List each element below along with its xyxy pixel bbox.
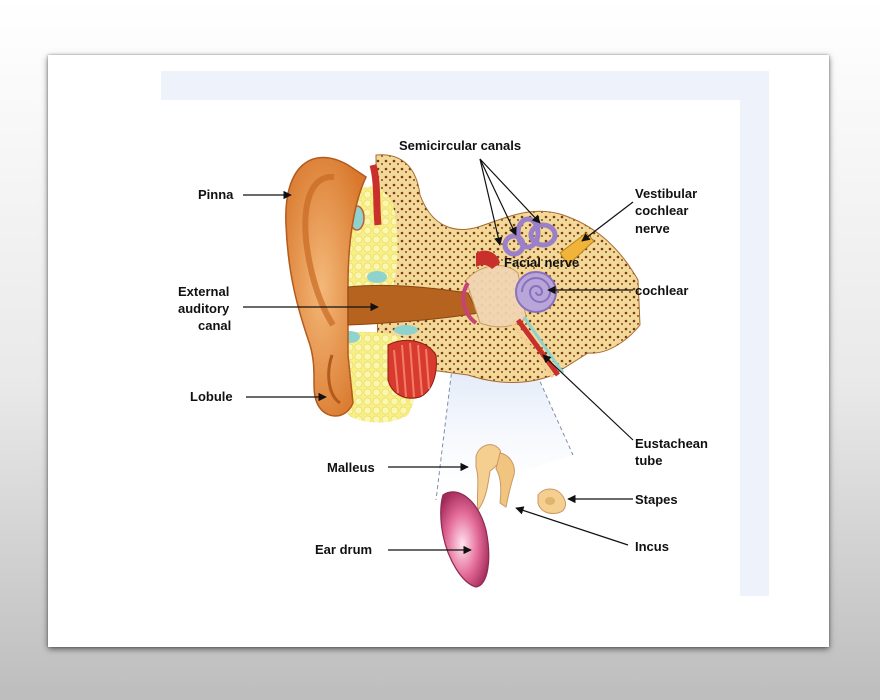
middle-ear-cavity [465, 265, 527, 328]
label-pinna: Pinna [198, 187, 234, 202]
tympanic-membrane-small [461, 281, 478, 325]
incus [495, 452, 515, 508]
label-cochlear: cochlear [635, 283, 688, 298]
label-lobule: Lobule [190, 389, 233, 404]
semicircular-leader-3 [479, 158, 541, 224]
cochlea [515, 271, 557, 313]
ear-anatomy-diagram: Semicircular canals Pinna Vestibular coc… [161, 71, 769, 596]
semicircular-leader-2 [479, 158, 517, 236]
cartilage-bit-4 [394, 325, 418, 335]
semicircular-leader-1 [479, 158, 503, 246]
semicircular-canals [502, 216, 558, 257]
diagram-card: Semicircular canals Pinna Vestibular coc… [48, 55, 829, 647]
label-eustachean-1: Eustachean [635, 436, 708, 451]
vestibular-leader [581, 201, 634, 242]
stapes-footplate [545, 497, 555, 505]
ear-drum [440, 491, 490, 588]
blood-vessel [369, 164, 382, 226]
label-vestibular-2: cochlear [635, 203, 688, 218]
label-ear-drum: Ear drum [315, 542, 372, 557]
label-eustachean-2: tube [635, 453, 662, 468]
label-vestibular-1: Vestibular [635, 186, 697, 201]
label-semicircular-canals: Semicircular canals [399, 138, 521, 153]
label-incus: Incus [635, 539, 669, 554]
incus-leader [515, 506, 629, 546]
label-stapes: Stapes [635, 492, 678, 507]
lobule-fold [327, 354, 341, 405]
malleus [475, 444, 502, 512]
eustachean-leader [542, 354, 634, 441]
label-external-3: canal [198, 318, 231, 333]
cartilage-bit-2 [367, 271, 387, 283]
label-vestibular-3: nerve [635, 221, 670, 236]
middle-ear-ossicles-small [476, 250, 500, 269]
label-external-2: auditory [178, 301, 230, 316]
pinna-fold [302, 173, 336, 327]
muscle-striations [393, 342, 430, 398]
eustachian-tube [510, 316, 565, 378]
beam-edge-left [435, 359, 454, 501]
label-malleus: Malleus [327, 460, 375, 475]
label-external-1: External [178, 284, 229, 299]
label-facial-nerve: Facial nerve [504, 255, 579, 270]
